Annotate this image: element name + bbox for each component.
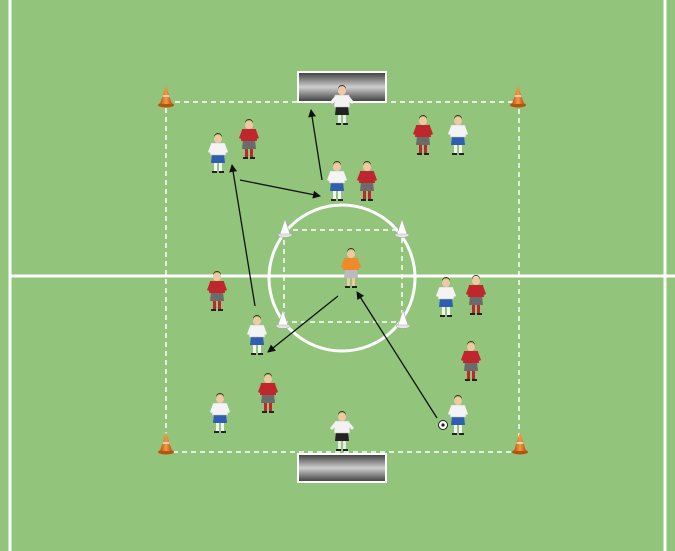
inner-zone-boundary — [283, 229, 403, 323]
ball-icon — [438, 420, 448, 430]
center-circle — [267, 203, 417, 353]
pitch-lines — [8, 0, 675, 551]
goal-icon — [297, 453, 387, 483]
arrow-icon — [229, 109, 438, 419]
